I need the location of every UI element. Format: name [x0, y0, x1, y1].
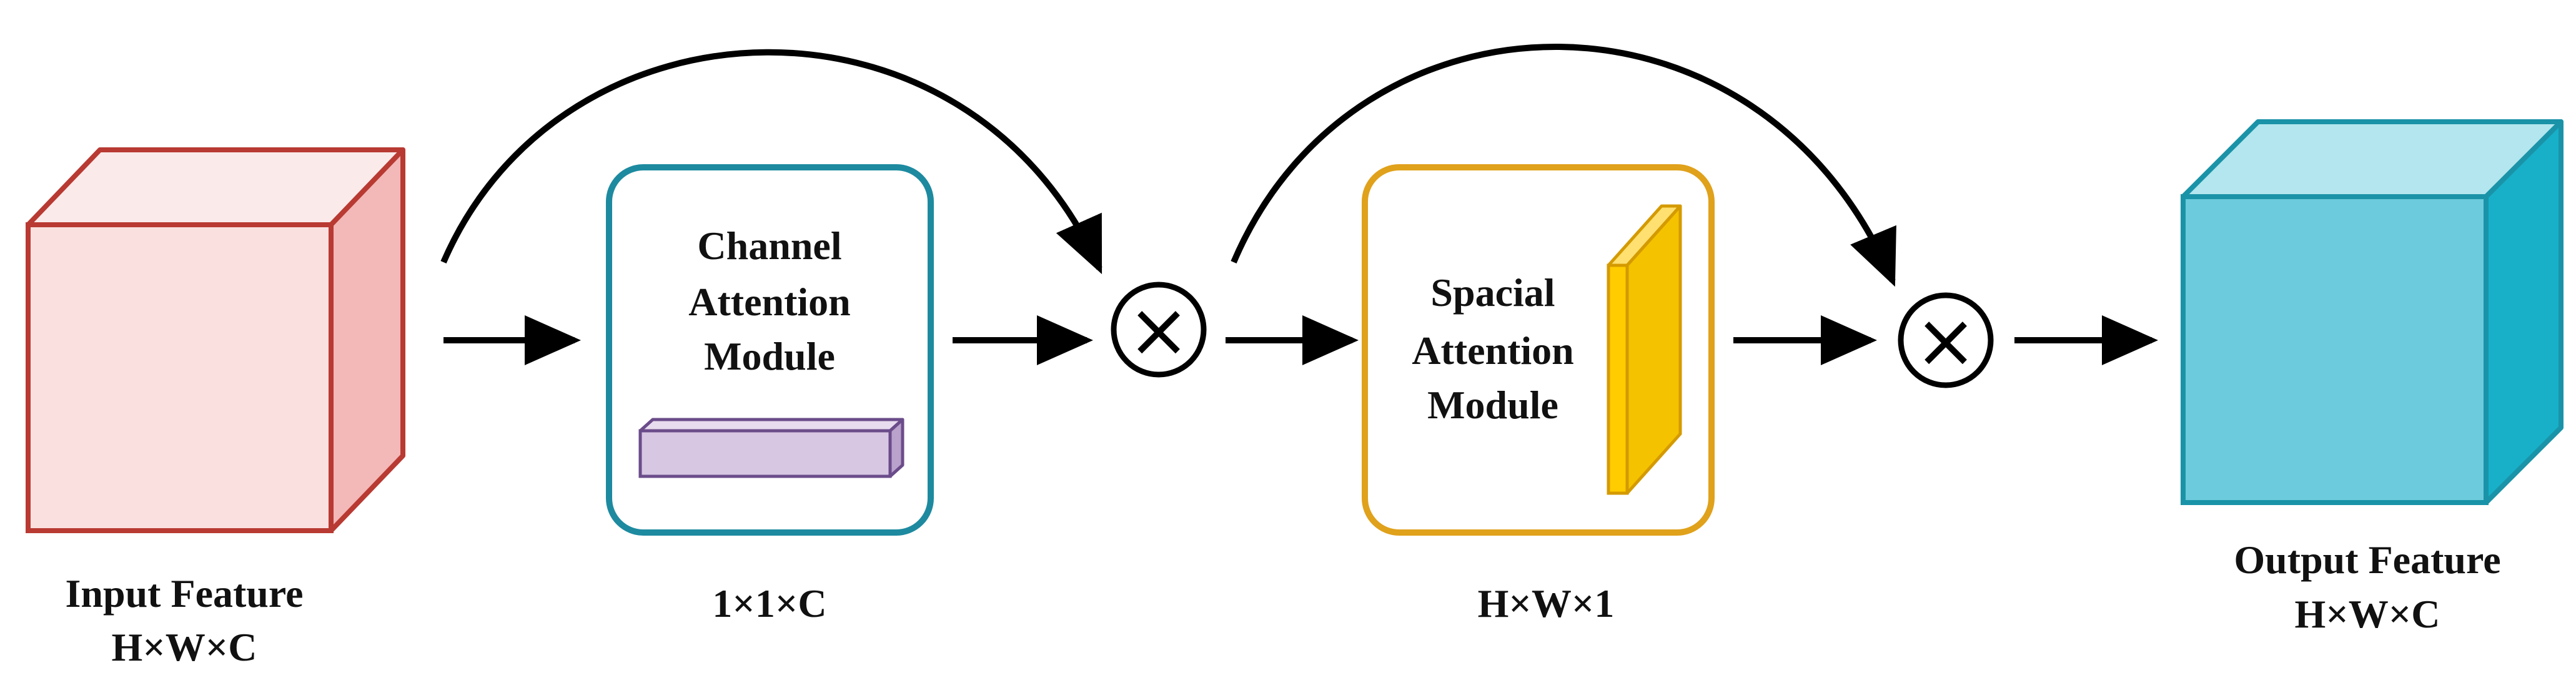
- spatial-module-label-line3: Module: [1427, 383, 1558, 427]
- channel-module-label-line3: Module: [704, 334, 835, 378]
- input-cube-front: [26, 222, 334, 533]
- spatial-module-dims: H×W×1: [1478, 581, 1615, 626]
- input-feature-dims: H×W×C: [112, 625, 257, 669]
- output-cube-front: [2181, 194, 2489, 505]
- input-feature-title: Input Feature: [65, 571, 303, 616]
- channel-vector-side: [888, 418, 904, 478]
- output-feature-dims: H×W×C: [2295, 592, 2440, 636]
- channel-module-label-line1: Channel: [697, 224, 841, 268]
- multiply-1-icon: ×: [1127, 287, 1191, 374]
- multiply-2-circle: [1898, 292, 1994, 388]
- skip-connection-arc-2: [1231, 44, 1896, 287]
- multiply-1-circle: [1111, 282, 1207, 378]
- channel-attention-vector: [638, 418, 904, 478]
- channel-vector-top: [638, 418, 904, 433]
- spatial-attention-module: Spacial Attention Module: [1362, 164, 1715, 536]
- spatial-module-label-line1: Spacial: [1430, 270, 1555, 315]
- spatial-map-front: [1607, 263, 1629, 495]
- multiply-operator-1: ×: [1111, 282, 1207, 378]
- spatial-attention-map: [1607, 204, 1682, 495]
- channel-attention-module: Channel Attention Module: [606, 164, 934, 536]
- multiply-operator-2: ×: [1898, 292, 1994, 388]
- input-feature-cube: [26, 147, 405, 533]
- multiply-2-icon: ×: [1915, 298, 1978, 385]
- output-feature-title: Output Feature: [2234, 538, 2500, 582]
- channel-vector-front: [638, 429, 892, 478]
- channel-module-dims: 1×1×C: [712, 581, 826, 626]
- channel-module-label-line2: Attention: [688, 280, 851, 324]
- output-feature-cube: [2181, 119, 2564, 505]
- skip-connection-arc-1: [440, 49, 1102, 275]
- spatial-module-label-line2: Attention: [1412, 328, 1574, 373]
